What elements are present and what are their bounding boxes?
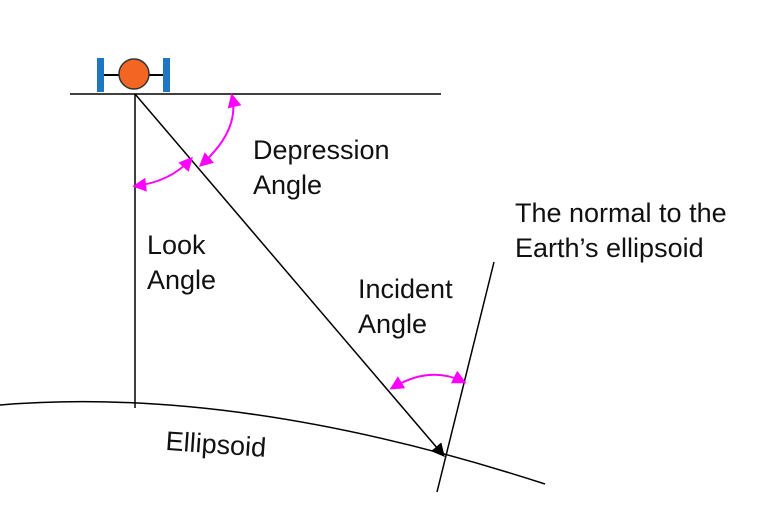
incident-angle-line1: Incident [358,274,453,304]
normal-label: The normal to the Earth’s ellipsoid [515,196,727,266]
look-angle-label: Look Angle [147,228,216,298]
ellipsoid-curve [0,400,546,485]
ellipsoid-label: Ellipsoid [165,424,268,466]
normal-label-line1: The normal to the [515,198,727,228]
incident-angle-line2: Angle [358,309,428,339]
incident-angle-label: Incident Angle [358,272,453,342]
normal-label-line2: Earth’s ellipsoid [515,233,704,263]
depression-angle-line1: Depression [253,135,390,165]
incident-angle-arc [389,370,467,390]
depression-angle-line2: Angle [253,170,323,200]
depression-angle-arc [198,93,242,167]
ellipsoid-label-text: Ellipsoid [164,425,268,463]
look-angle-line2: Angle [147,265,217,295]
depression-angle-label: Depression Angle [253,133,390,203]
look-angle-line1: Look [147,230,206,260]
line-of-sight [134,93,445,458]
look-angle-arc [132,156,193,192]
satellite-sensor-icon [97,58,170,92]
